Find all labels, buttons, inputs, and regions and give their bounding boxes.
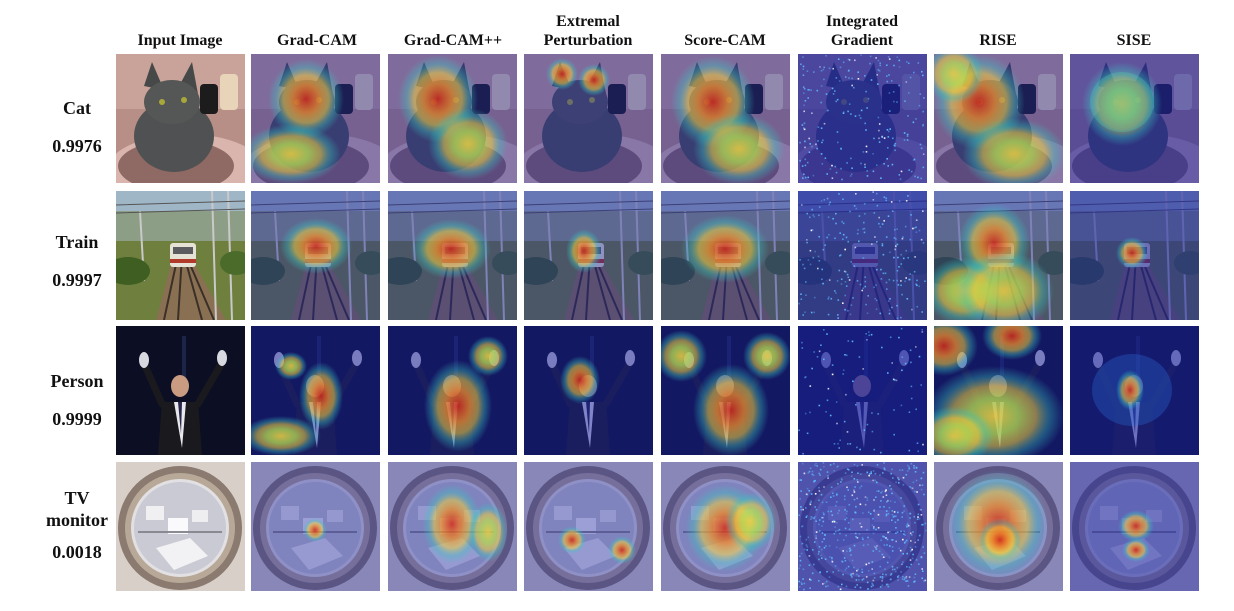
saliency-map-train-sise <box>1070 191 1199 320</box>
saliency-map-tv-monitor-extremal-perturbation <box>524 462 653 591</box>
column-header-grad-cam-plus-plus: Grad-CAM++ <box>403 32 503 49</box>
saliency-map-tv-monitor-rise <box>934 462 1063 591</box>
row-label-train: Train 0.9997 <box>40 230 114 292</box>
row-confidence-score: 0.9999 <box>52 409 102 429</box>
input-image-cat-input-image <box>116 54 245 183</box>
cell-image <box>934 54 1063 183</box>
row-class-name: Person <box>50 371 104 391</box>
column-header-grad-cam: Grad-CAM <box>277 32 357 49</box>
saliency-map-tv-monitor-integrated-gradient <box>798 462 927 591</box>
column-header-score-cam: Score-CAM <box>684 32 766 49</box>
column-header-sise: SISE <box>1116 32 1152 49</box>
saliency-map-person-sise <box>1070 326 1199 455</box>
saliency-map-train-rise <box>934 191 1063 320</box>
cell-image <box>524 54 653 183</box>
cell-image <box>251 54 380 183</box>
cell-image <box>388 54 517 183</box>
cell-image <box>934 191 1063 320</box>
cell-image <box>388 191 517 320</box>
cell-image <box>116 326 245 455</box>
row-class-name: Cat <box>63 98 91 118</box>
column-header-rise: RISE <box>979 32 1017 49</box>
saliency-map-person-extremal-perturbation <box>524 326 653 455</box>
cell-image <box>661 462 790 591</box>
saliency-map-cat-extremal-perturbation <box>524 54 653 183</box>
cell-image <box>388 462 517 591</box>
column-header-extremal-perturbation: Extremal Perturbation <box>543 13 633 49</box>
cell-image <box>1070 326 1199 455</box>
input-image-tv-monitor-input-image <box>116 462 245 591</box>
cell-image <box>116 54 245 183</box>
row-class-name-line-2: monitor <box>46 510 108 530</box>
cell-image <box>661 326 790 455</box>
saliency-map-cat-sise <box>1070 54 1199 183</box>
cell-image <box>798 462 927 591</box>
cell-image <box>116 462 245 591</box>
saliency-map-person-score-cam <box>661 326 790 455</box>
row-class-name: Train <box>55 232 99 252</box>
saliency-map-cat-score-cam <box>661 54 790 183</box>
cell-image <box>798 191 927 320</box>
row-label-person: Person 0.9999 <box>40 369 114 431</box>
row-confidence-score: 0.0018 <box>52 542 102 562</box>
saliency-map-tv-monitor-score-cam <box>661 462 790 591</box>
saliency-map-person-grad-cam-plus-plus <box>388 326 517 455</box>
saliency-map-person-rise <box>934 326 1063 455</box>
column-header-integrated-gradient: Integrated Gradient <box>826 13 898 49</box>
column-header-input-image: Input Image <box>137 32 223 49</box>
saliency-map-train-grad-cam-plus-plus <box>388 191 517 320</box>
cell-image <box>1070 54 1199 183</box>
saliency-map-train-grad-cam <box>251 191 380 320</box>
saliency-map-cat-integrated-gradient <box>798 54 927 183</box>
cell-image <box>1070 462 1199 591</box>
saliency-map-train-extremal-perturbation <box>524 191 653 320</box>
cell-image <box>388 326 517 455</box>
cell-image <box>934 462 1063 591</box>
input-image-person-input-image <box>116 326 245 455</box>
cell-image <box>798 326 927 455</box>
row-label-tv-monitor: TV monitor 0.0018 <box>40 486 114 564</box>
saliency-map-person-integrated-gradient <box>798 326 927 455</box>
cell-image <box>251 326 380 455</box>
saliency-map-tv-monitor-grad-cam-plus-plus <box>388 462 517 591</box>
cell-image <box>934 326 1063 455</box>
row-confidence-score: 0.9997 <box>52 270 102 290</box>
saliency-map-train-integrated-gradient <box>798 191 927 320</box>
row-label-cat: Cat 0.9976 <box>40 96 114 158</box>
cell-image <box>524 191 653 320</box>
saliency-map-person-grad-cam <box>251 326 380 455</box>
cell-image <box>524 326 653 455</box>
saliency-map-cat-grad-cam <box>251 54 380 183</box>
cell-image <box>661 191 790 320</box>
saliency-map-tv-monitor-sise <box>1070 462 1199 591</box>
cell-image <box>1070 191 1199 320</box>
input-image-train-input-image <box>116 191 245 320</box>
cell-image <box>798 54 927 183</box>
cell-image <box>524 462 653 591</box>
row-confidence-score: 0.9976 <box>52 136 102 156</box>
cell-image <box>251 462 380 591</box>
cell-image <box>116 191 245 320</box>
cell-image <box>251 191 380 320</box>
saliency-map-tv-monitor-grad-cam <box>251 462 380 591</box>
saliency-map-train-score-cam <box>661 191 790 320</box>
row-class-name: TV <box>64 488 90 508</box>
saliency-map-cat-grad-cam-plus-plus <box>388 54 517 183</box>
cell-image <box>661 54 790 183</box>
saliency-map-cat-rise <box>934 54 1063 183</box>
